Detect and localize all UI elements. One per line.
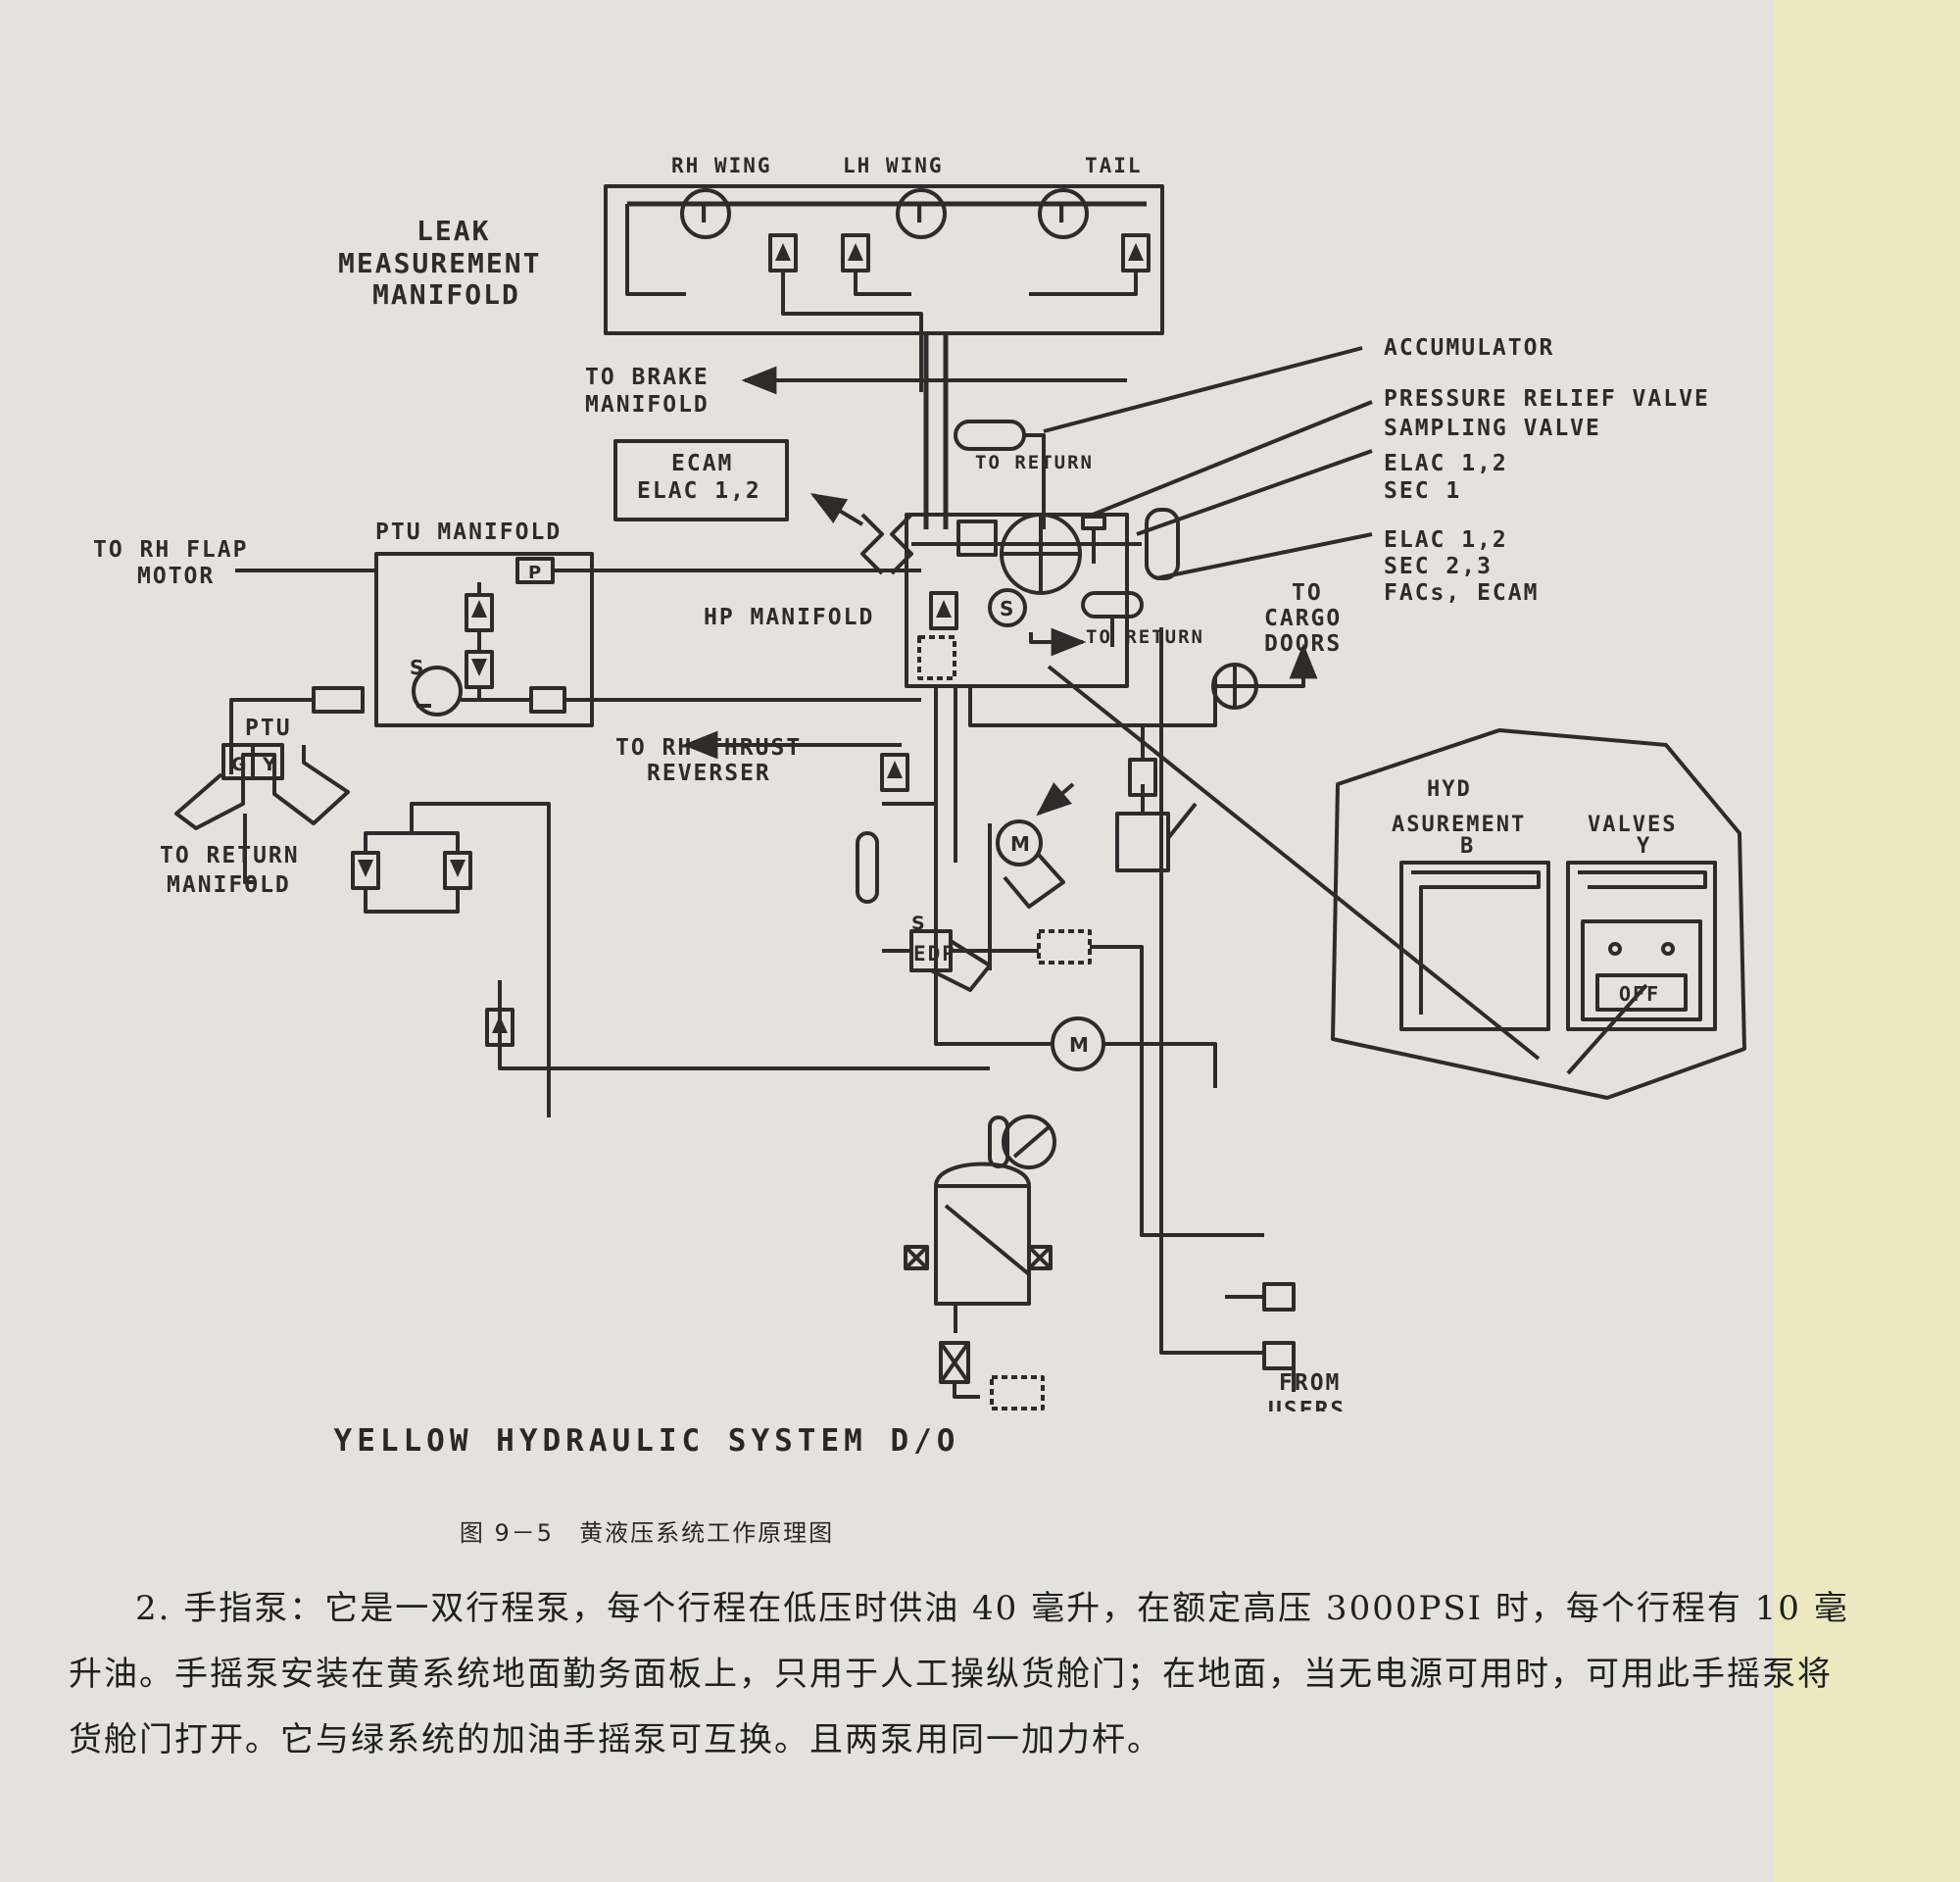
accumulator-body [954,420,1026,451]
hp-manifold-box [905,513,1129,688]
ecam-box [613,439,789,521]
label-inset-4: VALVES [1588,813,1677,837]
hydraulic-schematic: RH WING LH WING TAIL I I I LEAK MEASUREM… [93,154,1746,1412]
label-accumulator: ACCUMULATOR [1384,335,1554,361]
label-ptu-g: G [231,754,247,775]
label-leak-3: MANIFOLD [372,278,520,311]
label-flap-1: TO RH FLAP [93,537,248,563]
label-from-2: USERS [1268,1398,1346,1412]
label-ptu: PTU [245,716,292,741]
label-inset-2: ASUREMENT [1392,813,1526,837]
label-s-edp: S [911,913,925,934]
label-ecam-1: ECAM [671,451,733,476]
label-sampling: SAMPLING VALVE [1384,416,1601,441]
label-flap-2: MOTOR [137,564,215,589]
label-m-1: M [1010,832,1030,856]
figure-caption: 图 9－5 黄液压系统工作原理图 [459,1519,835,1547]
label-brake-2: MANIFOLD [585,392,710,418]
label-hp-manifold: HP MANIFOLD [704,605,874,630]
label-elac2-1: ELAC 1,2 [1384,527,1508,553]
label-brake-1: TO BRAKE [585,365,710,390]
label-inset-1: HYD [1427,777,1472,802]
label-elac1-1: ELAC 1,2 [1384,451,1508,476]
instrument-i-1: I [700,204,708,228]
leak-manifold-box [604,184,1164,335]
label-return-manifold-1: TO RETURN [160,843,300,868]
label-to-return-mid: TO RETURN [1086,626,1204,648]
label-leak-2: MEASUREMENT [338,247,541,279]
label-cargo-1: TO [1292,580,1323,606]
label-inset-3: B [1460,834,1475,859]
label-elac2-2: SEC 2,3 [1384,554,1493,579]
body-paragraph: 2. 手指泵：它是一双行程泵，每个行程在低压时供油 40 毫升，在额定高压 30… [69,1589,1849,1759]
label-prv: PRESSURE RELIEF VALVE [1384,386,1710,412]
label-ecam-2: ELAC 1,2 [637,478,761,504]
label-s-hp: S [1000,597,1013,620]
label-cargo-2: CARGO [1264,606,1342,631]
label-inset-5: Y [1637,834,1651,859]
label-lh-wing: LH WING [843,154,944,177]
label-elac1-2: SEC 1 [1384,478,1461,504]
instrument-i-2: I [915,204,923,228]
label-return-manifold-2: MANIFOLD [167,872,291,898]
label-s-ptu: S [410,656,423,679]
diagram-title: YELLOW HYDRAULIC SYSTEM D/O [333,1423,960,1459]
label-elac2-3: FACs, ECAM [1384,580,1539,606]
label-m-2: M [1069,1033,1089,1057]
instrument-i-3: I [1057,204,1065,228]
label-ptu-manifold: PTU MANIFOLD [375,520,562,545]
page-edge-strip [1774,0,1960,1882]
label-rh-wing: RH WING [671,154,772,177]
label-thrust-1: TO RH THRUST [615,735,802,761]
body-paragraph-container: 2. 手指泵：它是一双行程泵，每个行程在低压时供油 40 毫升，在额定高压 30… [69,1576,1852,1773]
label-tail: TAIL [1085,154,1143,177]
label-edp: EDP [913,942,956,966]
ptu-manifold-box [374,552,594,727]
label-ptu-y: Y [262,754,276,775]
label-inset-off: OFF [1619,982,1660,1006]
label-thrust-2: REVERSER [647,761,771,786]
label-p: P [528,563,541,583]
label-to-return-top: TO RETURN [975,452,1094,473]
label-leak-1: LEAK [416,215,490,247]
label-from-1: FROM [1279,1370,1341,1396]
label-cargo-3: DOORS [1264,631,1342,657]
